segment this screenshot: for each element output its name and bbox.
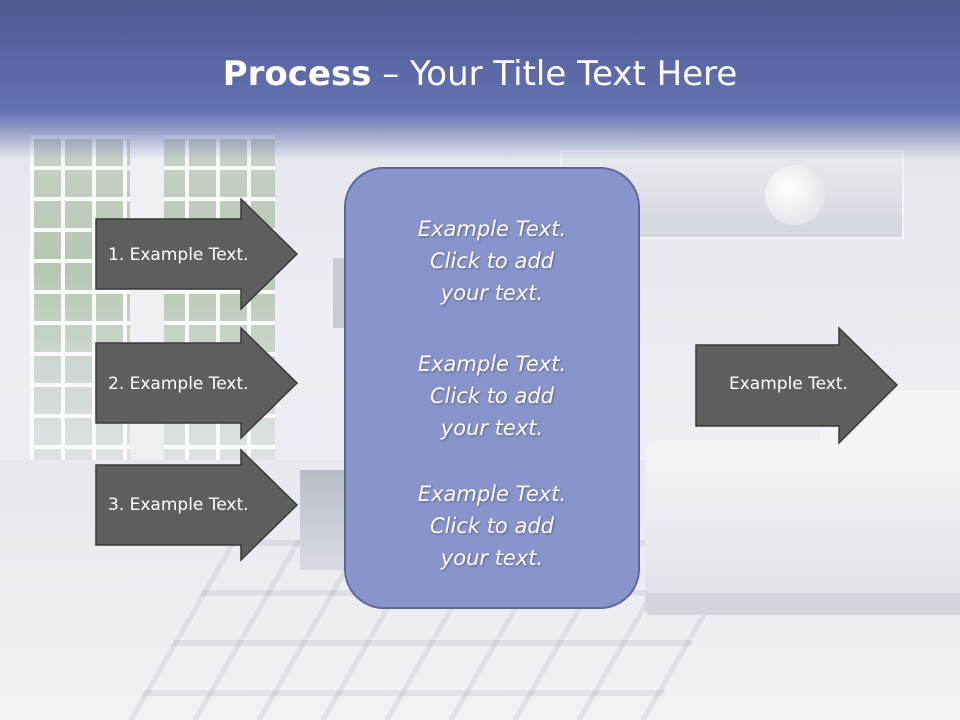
left-arrow-2-label: 2. Example Text. <box>108 374 249 394</box>
center-text-block-2[interactable]: Example Text. Click to add your text. <box>346 348 638 444</box>
center-content-box[interactable]: Example Text. Click to add your text. Ex… <box>344 167 640 609</box>
left-arrow-3[interactable]: 3. Example Text. <box>95 448 299 562</box>
center-text-line: your text. <box>440 281 544 305</box>
left-arrow-2[interactable]: 2. Example Text. <box>95 326 299 440</box>
center-text-line: Example Text. <box>417 217 567 241</box>
arrow-shape-icon <box>95 197 299 311</box>
arrow-shape-icon <box>95 326 299 440</box>
slide-title-bold: Process <box>222 54 372 94</box>
background-sofa <box>645 440 960 615</box>
center-text-line: your text. <box>440 416 544 440</box>
center-text-line: your text. <box>440 546 544 570</box>
slide-title-rest: – Your Title Text Here <box>371 54 738 94</box>
left-arrow-1-label: 1. Example Text. <box>108 245 249 265</box>
slide-title[interactable]: Process – Your Title Text Here <box>0 52 960 96</box>
left-arrow-1[interactable]: 1. Example Text. <box>95 197 299 311</box>
center-text-block-3[interactable]: Example Text. Click to add your text. <box>346 478 638 574</box>
right-arrow[interactable]: Example Text. <box>695 326 899 445</box>
left-arrow-3-label: 3. Example Text. <box>108 495 249 515</box>
center-text-line: Example Text. <box>417 482 567 506</box>
center-text-line: Click to add <box>429 514 554 538</box>
right-arrow-label: Example Text. <box>729 374 848 394</box>
arrow-shape-icon <box>95 448 299 562</box>
center-text-block-1[interactable]: Example Text. Click to add your text. <box>346 213 638 309</box>
center-text-line: Click to add <box>429 384 554 408</box>
background-lamp <box>765 165 825 225</box>
center-text-line: Example Text. <box>417 352 567 376</box>
title-band <box>0 0 960 160</box>
center-text-line: Click to add <box>429 249 554 273</box>
arrow-shape-icon <box>695 326 899 445</box>
